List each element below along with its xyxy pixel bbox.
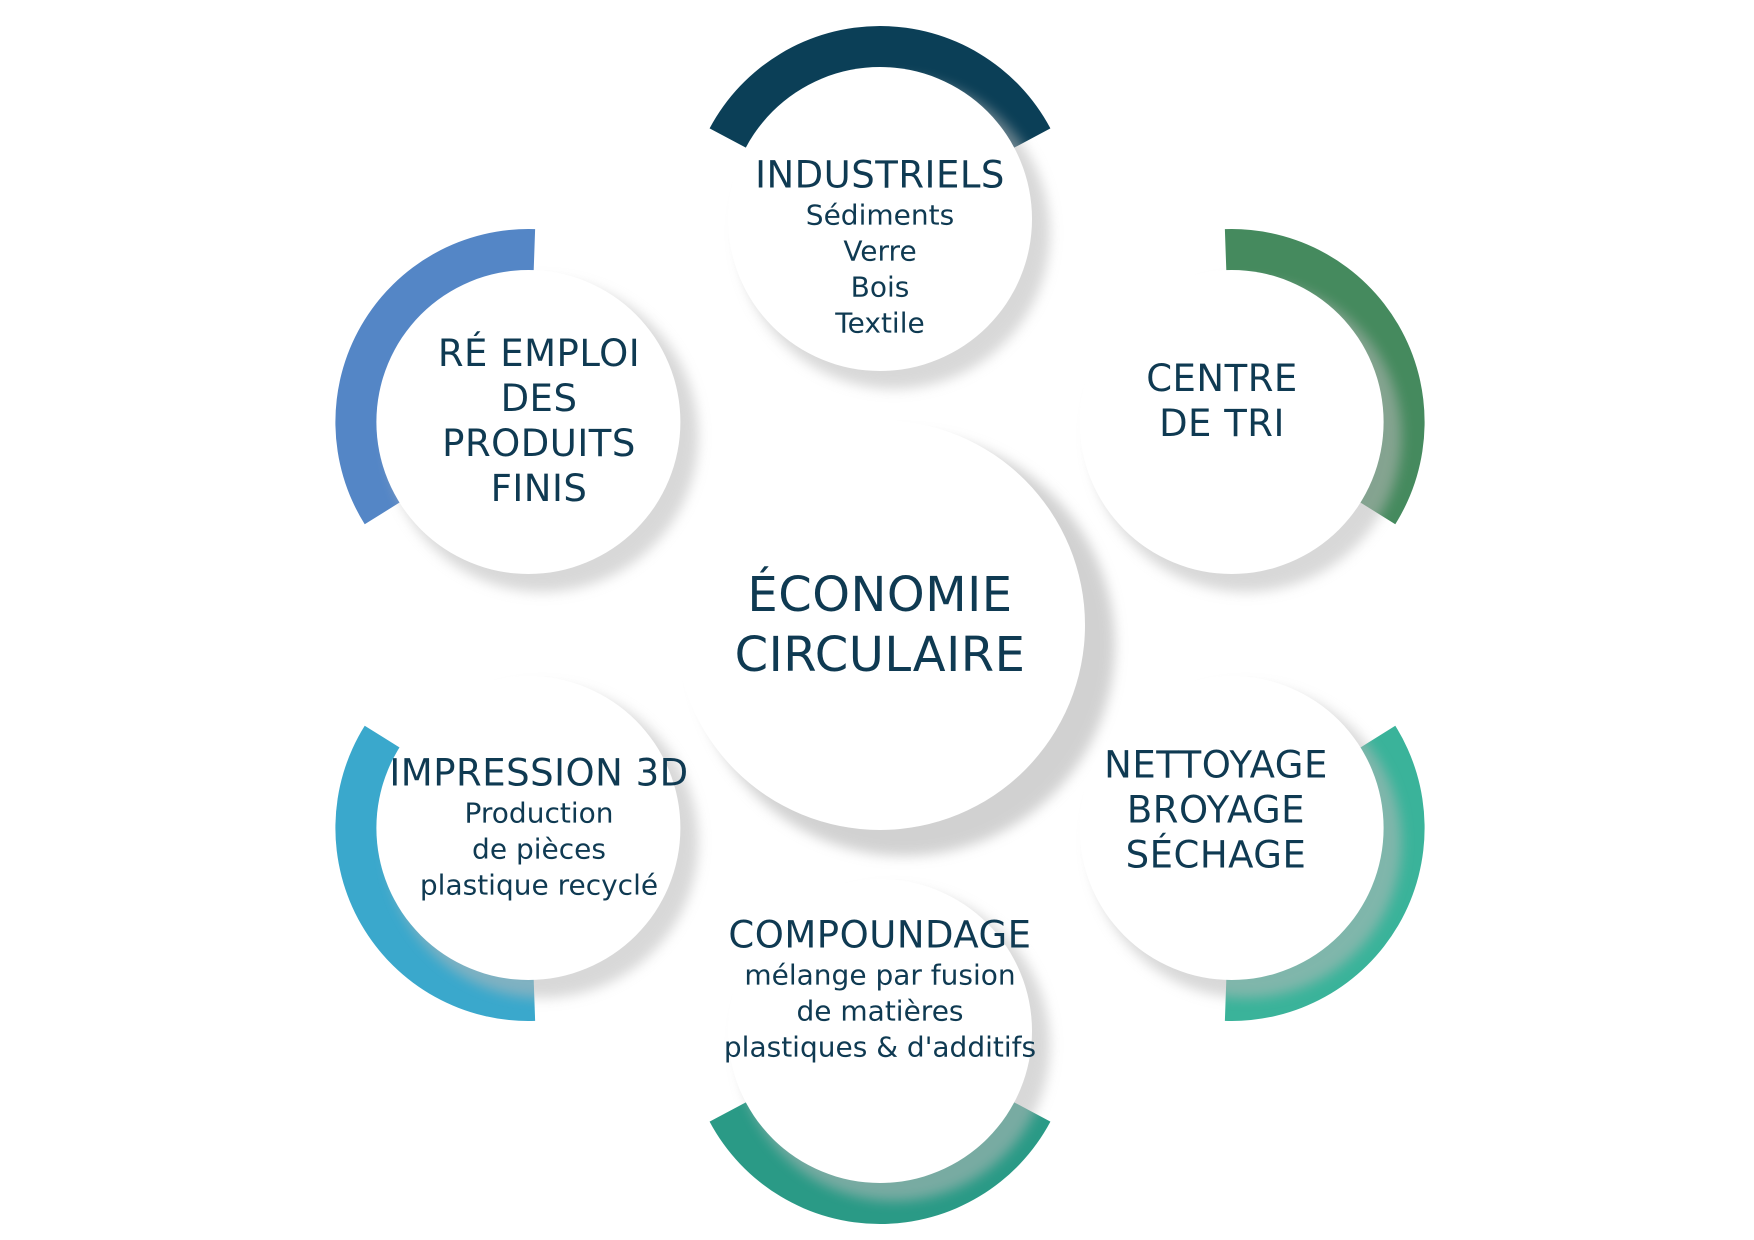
node-circle-impression-3d — [376, 676, 681, 980]
node-subtitle: Production — [464, 796, 614, 830]
node-circle-centre-de-tri — [1079, 270, 1384, 574]
node-title: IMPRESSION 3D — [389, 751, 689, 795]
node-subtitle: Bois — [850, 270, 910, 304]
node-title: DES — [500, 377, 578, 420]
node-subtitle: plastiques & d'additifs — [723, 1030, 1037, 1064]
center-title-line: ÉCONOMIE — [747, 567, 1013, 623]
node-label-nettoyage: NETTOYAGE BROYAGE SÉCHAGE — [1104, 743, 1328, 878]
node-subtitle: de matières — [796, 994, 964, 1028]
node-subtitle: Verre — [843, 234, 917, 268]
node-label-centre-de-tri: CENTRE DE TRI — [1146, 356, 1298, 446]
node-circle-compoundage — [728, 879, 1032, 1183]
node-title: COMPOUNDAGE — [728, 913, 1032, 957]
node-title: INDUSTRIELS — [755, 153, 1005, 197]
node-label-impression-3d: IMPRESSION 3D Production de pièces plast… — [389, 751, 688, 904]
node-title: PRODUITS — [442, 422, 636, 465]
node-subtitle: plastique recyclé — [419, 868, 659, 902]
node-label-compoundage: COMPOUNDAGE mélange par fusion de matièr… — [724, 913, 1036, 1066]
node-title: CENTRE — [1146, 357, 1298, 400]
node-subtitle: Textile — [835, 306, 925, 340]
center-circle — [675, 420, 1085, 830]
node-title: BROYAGE — [1126, 788, 1306, 832]
center-label: ÉCONOMIE CIRCULAIRE — [735, 565, 1026, 685]
node-title: DE TRI — [1159, 402, 1285, 445]
node-circle-re-emploi — [376, 270, 681, 574]
node-title: NETTOYAGE — [1104, 743, 1328, 787]
node-circle-nettoyage — [1079, 676, 1384, 980]
node-title: RÉ EMPLOI — [437, 332, 641, 375]
node-circle-industriels — [728, 67, 1032, 371]
node-label-re-emploi: RÉ EMPLOI DES PRODUITS FINIS — [438, 331, 640, 511]
node-label-industriels: INDUSTRIELS Sédiments Verre Bois Textile — [755, 153, 1005, 342]
node-title: FINIS — [490, 467, 588, 510]
node-subtitle: mélange par fusion — [744, 958, 1016, 992]
node-subtitle: de pièces — [472, 832, 606, 866]
node-title: SÉCHAGE — [1125, 833, 1307, 877]
node-subtitle: Sédiments — [805, 198, 955, 232]
center-title-line: CIRCULAIRE — [734, 627, 1026, 683]
